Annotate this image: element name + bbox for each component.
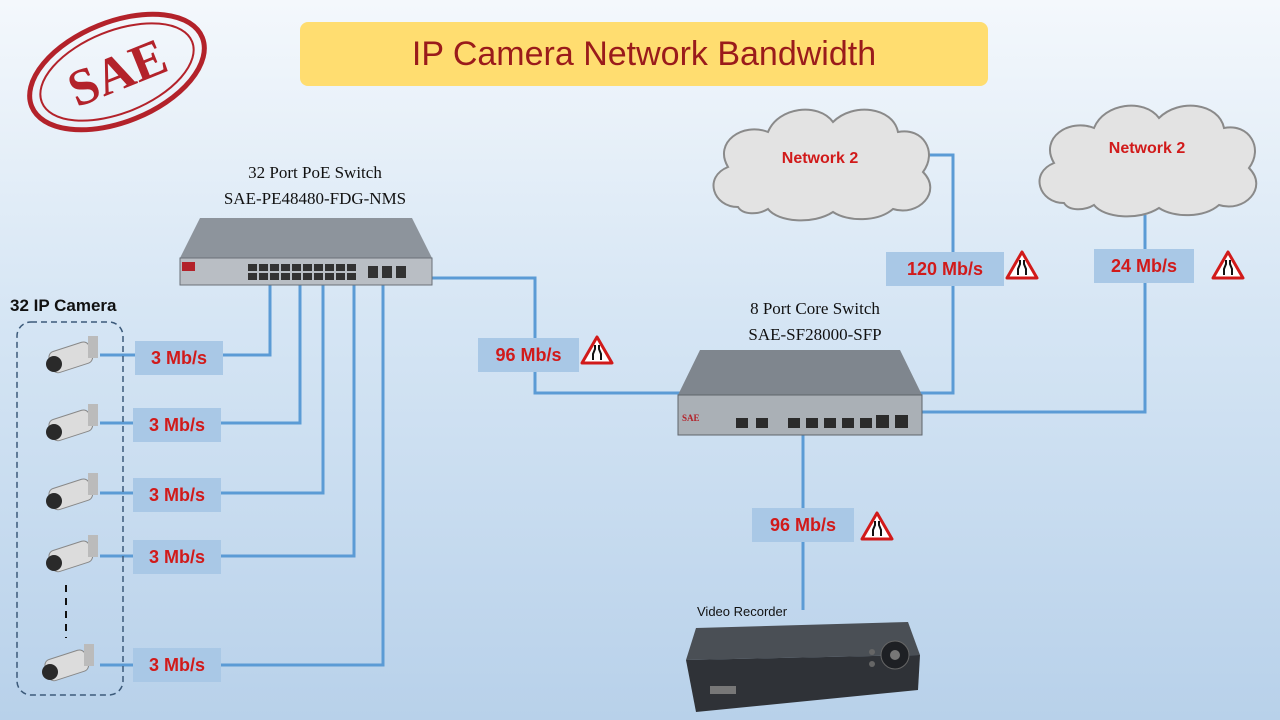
uplink-bandwidth-label: 96 Mb/s [478, 338, 579, 372]
core-switch-caption: 8 Port Core Switch SAE-SF28000-SFP [690, 296, 940, 348]
network-b-bandwidth-label: 24 Mb/s [1094, 249, 1194, 283]
poe-switch-icon [179, 218, 433, 286]
page-title: IP Camera Network Bandwidth [411, 34, 877, 73]
core-switch-model: SAE-SF28000-SFP [748, 325, 882, 344]
network-a-bandwidth-label: 120 Mb/s [886, 252, 1004, 286]
camera-bandwidth-label: 3 Mb/s [135, 341, 223, 375]
cloud-icon [1038, 104, 1258, 218]
warning-road-narrows-icon [1005, 250, 1039, 280]
core-switch-name: 8 Port Core Switch [750, 299, 880, 318]
sae-logo: SAE [27, 11, 207, 133]
poe-switch-model: SAE-PE48480-FDG-NMS [223, 189, 407, 208]
camera-bandwidth-label: 3 Mb/s [133, 478, 221, 512]
camera-bandwidth-label: 3 Mb/s [133, 408, 221, 442]
camera-icon [46, 404, 98, 442]
warning-road-narrows-icon [860, 511, 894, 541]
recorder-bandwidth-label: 96 Mb/s [752, 508, 854, 542]
cloud-icon [712, 108, 932, 222]
svg-text:SAE: SAE [682, 413, 700, 423]
camera-icon [46, 336, 98, 374]
warning-road-narrows-icon [580, 335, 614, 365]
camera-link-5 [100, 278, 385, 667]
recorder-label: Video Recorder [697, 604, 788, 619]
camera-icon [46, 473, 98, 511]
camera-bandwidth-label: 3 Mb/s [133, 540, 221, 574]
network-a-label: Network 2 [781, 150, 859, 167]
core-switch-icon: SAE [677, 350, 923, 436]
camera-icon [42, 644, 94, 682]
network-b-label: Network 2 [1108, 140, 1186, 157]
uplink-line [400, 276, 680, 395]
warning-road-narrows-icon [1211, 250, 1245, 280]
camera-group-box [16, 321, 124, 696]
camera-bandwidth-label: 3 Mb/s [133, 648, 221, 682]
recorder-icon [686, 622, 920, 712]
title-banner: IP Camera Network Bandwidth [300, 22, 988, 86]
camera-icon [46, 535, 98, 573]
poe-switch-caption: 32 Port PoE Switch SAE-PE48480-FDG-NMS [190, 160, 440, 212]
camera-link-3 [100, 278, 325, 495]
poe-switch-name: 32 Port PoE Switch [248, 163, 382, 182]
camera-group-title: 32 IP Camera [10, 296, 117, 315]
